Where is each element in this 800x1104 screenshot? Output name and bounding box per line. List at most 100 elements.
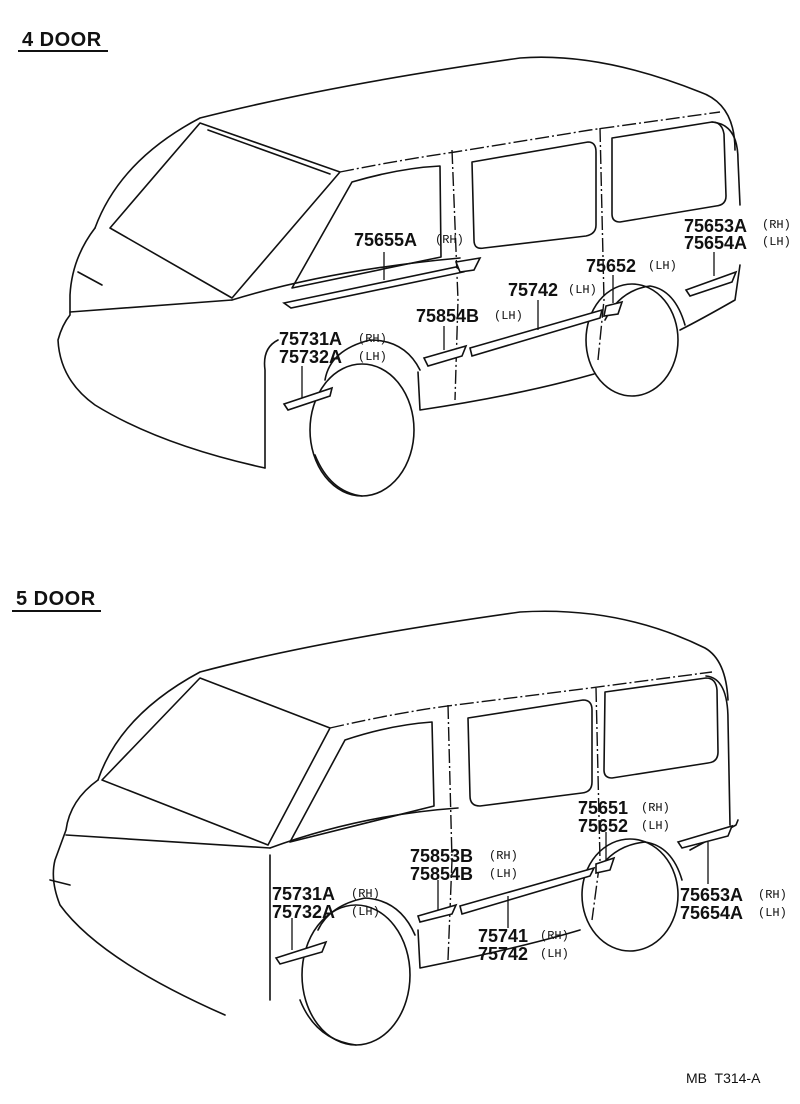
part-side-75652: (LH) (648, 259, 677, 273)
part-number-75854B: 75854B (410, 864, 473, 884)
leader-lines-5-door (291, 832, 709, 950)
leader-lines-4-door (301, 252, 715, 398)
part-side-75731A: (RH) (358, 332, 387, 346)
beltline (231, 257, 461, 301)
front-tire-tread (299, 999, 357, 1046)
middle-window (471, 141, 597, 250)
part-side-75654A: (LH) (762, 235, 791, 249)
moulding-front-fender (274, 940, 328, 965)
middle-window (467, 699, 593, 807)
front-side-window (291, 165, 442, 289)
moulding-parts-4-door (282, 256, 738, 411)
section-title-5-door: 5 DOOR (16, 588, 96, 610)
moulding-c-pillar (595, 856, 616, 874)
front-wheel-arch (317, 897, 416, 936)
hood-line (69, 299, 233, 313)
part-number-75652: 75652 (586, 256, 636, 276)
roof-line (94, 56, 736, 229)
labels-4-door: 75655A (RH) 75653A (RH) 75654A (LH) 7565… (279, 216, 791, 367)
part-side-75654A: (LH) (758, 906, 787, 920)
four-door-section: 4 DOOR (18, 29, 791, 497)
moulding-front-door-upper (282, 266, 465, 309)
b-pillar (447, 704, 453, 961)
van-outline-5-door (49, 610, 739, 1046)
moulding-front-door-end (454, 256, 482, 273)
part-number-75732A: 75732A (272, 902, 335, 922)
part-number-75653A: 75653A (680, 885, 743, 905)
headlight-upper (49, 879, 71, 886)
rear-lower-body (679, 264, 741, 331)
labels-5-door: 75651 (RH) 75652 (LH) 75853B (RH) 75854B… (272, 798, 787, 964)
moulding-c-pillar (602, 300, 624, 317)
part-side-75651: (RH) (641, 801, 670, 815)
rear-wheel (585, 283, 679, 397)
front-body (52, 779, 226, 1016)
part-side-75653A: (RH) (758, 888, 787, 902)
front-wheel-arch (324, 339, 421, 381)
part-side-75854B: (LH) (489, 867, 518, 881)
rear-corner-pillar (705, 675, 731, 826)
hood-line (65, 834, 271, 849)
moulding-b-pillar-lower (416, 903, 458, 923)
part-side-75655A: (RH) (435, 233, 464, 247)
rear-side-window (603, 677, 719, 779)
c-pillar (597, 127, 605, 361)
moulding-rear-quarter (676, 824, 734, 849)
part-number-75742: 75742 (508, 280, 558, 300)
lower-sill (417, 371, 595, 411)
rear-corner-pillar (711, 121, 741, 206)
rear-wheel (581, 838, 679, 952)
moulding-parts-5-door (274, 824, 734, 965)
part-side-75732A: (LH) (358, 350, 387, 364)
upper-side-line (339, 111, 721, 173)
rear-side-window (611, 121, 727, 223)
section-title-4-door: 4 DOOR (22, 29, 102, 51)
part-number-75731A: 75731A (272, 884, 335, 904)
front-tire-tread (314, 454, 363, 497)
front-body (57, 227, 266, 469)
moulding-slide-door (469, 308, 604, 358)
part-number-75653A: 75653A (684, 216, 747, 236)
part-number-75654A: 75654A (684, 233, 747, 253)
front-wheel (309, 363, 415, 497)
a-pillar-lower (263, 339, 279, 469)
moulding-rear-quarter (684, 270, 738, 297)
part-number-75654A: 75654A (680, 903, 743, 923)
part-side-75742: (LH) (568, 283, 597, 297)
drawing-reference-code: MB T314-A (686, 1070, 761, 1086)
moulding-slide-door (459, 866, 596, 916)
windshield (109, 122, 341, 299)
van-outline-4-door (57, 56, 741, 497)
b-pillar (451, 149, 459, 401)
part-side-75853B: (RH) (489, 849, 518, 863)
moulding-b-pillar-lower (422, 344, 468, 367)
roof-line (97, 610, 729, 781)
part-side-75854B: (LH) (494, 309, 523, 323)
windshield (101, 677, 331, 846)
part-number-75742: 75742 (478, 944, 528, 964)
part-number-75854B: 75854B (416, 306, 479, 326)
front-side-window (289, 721, 435, 843)
part-number-75731A: 75731A (279, 329, 342, 349)
five-door-section: 5 DOOR (12, 588, 787, 1046)
front-wheel (301, 904, 411, 1046)
part-number-75853B: 75853B (410, 846, 473, 866)
part-number-75655A: 75655A (354, 230, 417, 250)
part-number-75651: 75651 (578, 798, 628, 818)
part-side-75653A: (RH) (762, 218, 791, 232)
part-side-75741: (RH) (540, 929, 569, 943)
part-number-75652: 75652 (578, 816, 628, 836)
part-number-75741: 75741 (478, 926, 528, 946)
moulding-front-fender (282, 386, 334, 411)
headlight-upper (77, 271, 103, 286)
part-side-75652: (LH) (641, 819, 670, 833)
part-side-75742: (LH) (540, 947, 569, 961)
part-side-75732A: (LH) (351, 905, 380, 919)
upper-side-line (329, 671, 713, 729)
lower-sill (417, 929, 581, 969)
part-side-75731A: (RH) (351, 887, 380, 901)
windshield-top-edge (207, 129, 331, 175)
c-pillar (591, 687, 601, 921)
